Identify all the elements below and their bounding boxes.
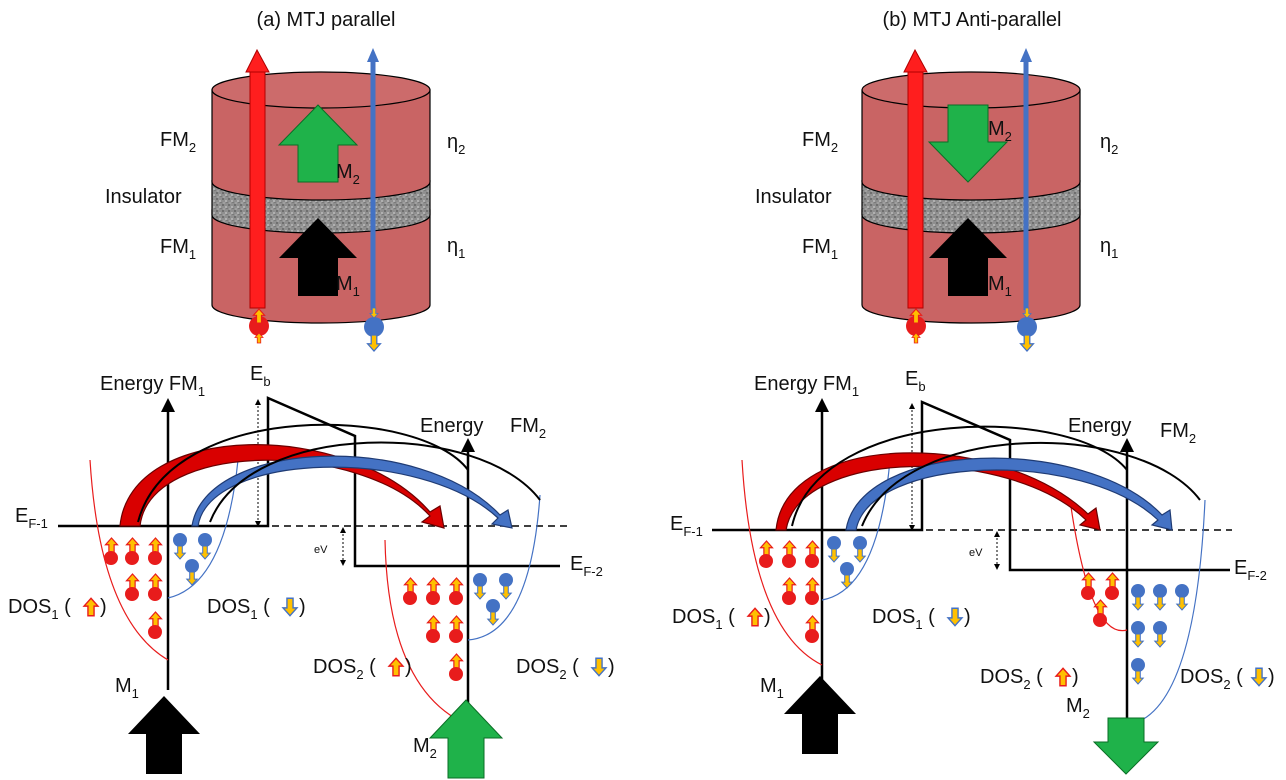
dos1-up-curve [741,459,823,666]
eta2-label: η2 [1100,131,1118,157]
tunneling-arc-2 [209,441,541,523]
spin-up-current [249,69,266,309]
dos1-up-electrons [759,540,820,643]
eta1-label: η1 [447,235,465,261]
bottom-m1-label: M1 [115,675,139,701]
energy-diagram: Energy FM1 Eb Energy FM2 EF-1 EF-2 eV DO… [670,368,1275,775]
m2-label: M2 [336,161,360,187]
eb-label: Eb [250,363,271,389]
insulator-label: Insulator [105,186,182,208]
spin-down-electron [364,317,384,337]
cylinder-top [861,71,1081,109]
dos1-up-label: DOS1 ( [672,606,735,632]
dos2-up-curve [1069,499,1128,632]
ef1-label: EF-1 [670,513,703,539]
fm1-label: FM1 [160,236,196,262]
dos1-down-label: DOS1 ( [207,596,270,622]
dos1-up-electrons [104,537,163,639]
spin-up-electron [906,316,926,336]
dos2-up-label: DOS2 ( [980,666,1043,692]
dos2-down-electrons [473,573,513,626]
dos2-up-electrons [403,577,464,681]
svg-text:): ) [100,596,107,618]
energy-fm2-label: Energy [420,415,483,437]
energy-fm1-label: Energy FM1 [100,373,205,399]
dos1-down-electrons [827,536,867,589]
bottom-m1-arrow [784,676,856,754]
panel-title: (a) MTJ parallel [257,9,396,31]
fm1-label: FM1 [802,236,838,262]
ef1-label: EF-1 [15,505,48,531]
spin-up-current-head [245,48,270,73]
panel-parallel: (a) MTJ parallel FM2 Insulator FM1 η2 η1… [8,9,615,779]
dos2-down-curve [467,494,541,641]
barrier-profile [712,400,1230,572]
m2-label: M2 [988,118,1012,144]
bottom-m2-label: M2 [1066,695,1090,721]
ev-label: eV [314,544,328,556]
svg-text:): ) [608,656,615,678]
dos1-up-curve [89,459,169,661]
spin-down-current-head [1020,48,1032,62]
spin-up-tunneling-arrow [775,452,1101,531]
fm2-diagram-label: FM2 [510,415,546,441]
dos2-up-curve [384,539,469,726]
energy-diagram: Energy FM1 Eb Energy FM2 EF-1 EF-2 eV DO… [8,363,615,779]
spin-down-tunneling-arrow [191,455,513,529]
fm2-label: FM2 [160,129,196,155]
energy-fm1-label: Energy FM1 [754,373,859,399]
ev-label: eV [969,547,983,559]
bottom-m2-label: M2 [413,735,437,761]
eta1-label: η1 [1100,235,1118,261]
dos1-up-label: DOS1 ( [8,596,71,622]
svg-text:): ) [964,606,971,628]
ef2-label: EF-2 [570,553,603,579]
dos2-down-label: DOS2 ( [1180,666,1243,692]
m2-arrow-down [927,104,1009,183]
svg-text:): ) [764,606,771,628]
energy-fm2-label: Energy [1068,415,1131,437]
svg-text:): ) [405,656,412,678]
svg-text:): ) [1268,666,1275,688]
bottom-m2-arrow-down [1092,717,1160,775]
m1-arrow-up [929,218,1007,296]
spin-up-current-head [903,48,928,73]
insulator-label: Insulator [755,186,832,208]
barrier-profile [58,396,560,568]
spin-up-current [907,69,924,309]
eb-label: Eb [905,368,926,394]
m2-arrow-up [277,104,359,183]
panel-antiparallel: (b) MTJ Anti-parallel FM2 Insulator FM1 … [670,9,1275,775]
fm2-diagram-label: FM2 [1160,420,1196,446]
dos2-down-label: DOS2 ( [516,656,579,682]
spin-up-electron [249,316,269,336]
spin-up-tunneling-arrow [119,444,445,529]
bottom-m1-arrow [128,696,200,774]
bottom-m2-arrow-up [428,699,504,779]
tunneling-arc-2 [861,441,1201,527]
dos2-down-curve [1126,499,1206,726]
spin-down-current-head [367,48,379,62]
dos1-down-electrons [173,533,212,586]
dos2-up-electrons [1081,572,1120,627]
dos2-up-label: DOS2 ( [313,656,376,682]
spin-down-electron [1017,317,1037,337]
svg-text:): ) [1072,666,1079,688]
fm2-label: FM2 [802,129,838,155]
bottom-m1-label: M1 [760,675,784,701]
ef2-label: EF-2 [1234,557,1267,583]
svg-text:): ) [299,596,306,618]
dos2-down-electrons [1131,584,1189,685]
m1-arrow-up [279,218,357,296]
m1-label: M1 [336,273,360,299]
cylinder-top [211,71,431,109]
m1-label: M1 [988,273,1012,299]
dos1-down-label: DOS1 ( [872,606,935,632]
eta2-label: η2 [447,131,465,157]
panel-title: (b) MTJ Anti-parallel [883,9,1062,31]
